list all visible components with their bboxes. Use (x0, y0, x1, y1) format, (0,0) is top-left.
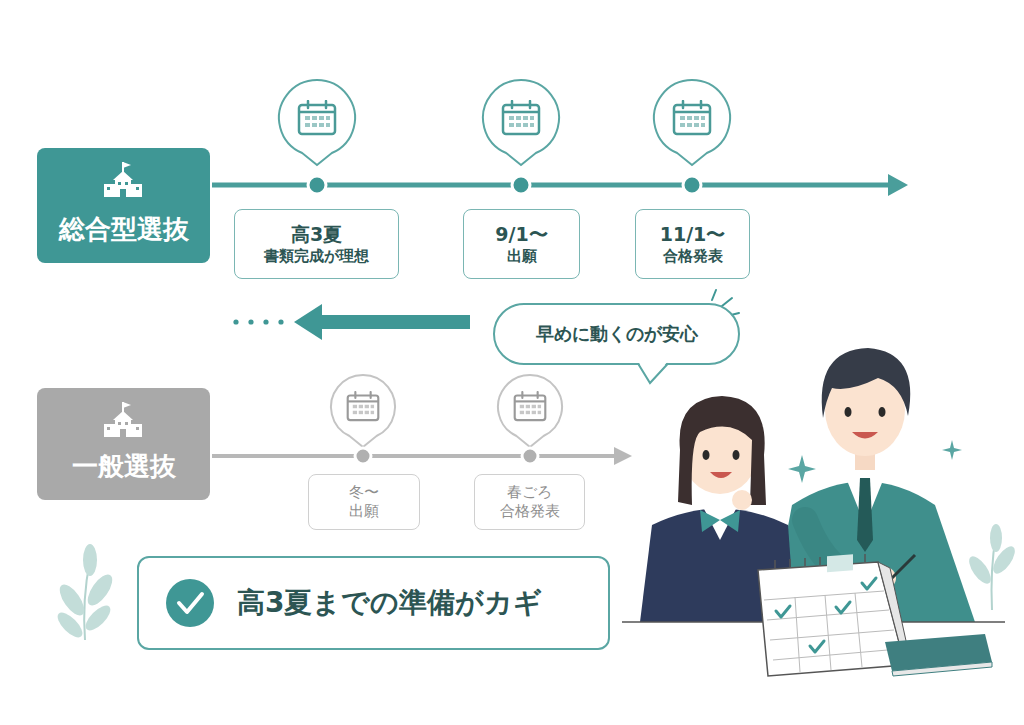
timeline-dot (512, 176, 530, 194)
node-body: 合格発表 (663, 247, 723, 267)
node-body: 合格発表 (500, 502, 560, 522)
node-body: 書類完成が理想 (264, 247, 369, 267)
leaf (83, 544, 97, 576)
eye (733, 450, 740, 460)
calendar-icons (348, 392, 546, 420)
calendar-pin (498, 375, 562, 447)
school-icon (104, 402, 142, 437)
girl-hand (732, 490, 752, 510)
arrow-shaft (318, 315, 470, 329)
arrow-head (888, 174, 908, 196)
leaf (54, 609, 87, 642)
arrow-head (614, 447, 632, 465)
eye (879, 407, 886, 417)
calendar-icon (299, 101, 335, 134)
dot (278, 319, 283, 324)
students-illustration (622, 348, 1005, 676)
girl-hair (678, 396, 766, 505)
check-mark (836, 602, 850, 613)
calendar-icon (503, 101, 539, 134)
girl-bow (700, 510, 740, 532)
category-box: 総合型選抜 (37, 148, 210, 263)
dot (248, 319, 253, 324)
check-mark (776, 606, 790, 617)
accent-line (722, 298, 732, 306)
node-heading: 一般選抜 (72, 450, 176, 484)
node-body: 出願 (507, 247, 537, 267)
eye (703, 450, 710, 460)
node-heading: 総合型選抜 (59, 213, 189, 247)
boy-hair (822, 348, 911, 418)
arrow-head (294, 304, 322, 340)
node-heading: 高3夏までの準備がカギ (237, 585, 542, 621)
timeline-dot (522, 448, 538, 464)
sparkle (942, 440, 962, 460)
node-heading: 高3夏 (291, 222, 342, 247)
calendar-grid (764, 591, 899, 672)
node-heading: 9/1〜 (495, 222, 547, 247)
key-point-box: 高3夏までの準備がカギ (137, 556, 610, 650)
calendar-pins (331, 375, 562, 447)
timeline-dot (355, 448, 371, 464)
calendar-pins (279, 80, 730, 165)
check-mark (179, 594, 202, 612)
calendar-cell (827, 554, 853, 572)
calendar-icons (299, 101, 710, 134)
calendar-pin (331, 375, 395, 447)
calendar-icon (348, 392, 379, 420)
milestone-box: 春ごろ合格発表 (474, 474, 585, 530)
timeline-dot (308, 176, 326, 194)
leaf (990, 524, 1002, 552)
calendar-pin (483, 80, 559, 165)
timeline-dots (355, 448, 538, 464)
node-heading: 冬〜 (349, 483, 379, 503)
calendar-pin (279, 80, 355, 165)
node-heading: 11/1〜 (660, 222, 726, 247)
tail-fill (638, 361, 668, 383)
bubble-tail (638, 361, 668, 383)
mouth (710, 472, 732, 478)
node-heading: 春ごろ (507, 483, 552, 503)
calendar-icon (515, 392, 546, 420)
sparkle (788, 455, 816, 483)
speech-bubble: 早めに動くのが安心 (493, 303, 740, 365)
check-badge (166, 579, 214, 627)
accent-line (712, 290, 716, 300)
leaf (965, 553, 995, 587)
check-mark (862, 578, 876, 589)
check-circle (166, 579, 214, 627)
category-box: 一般選抜 (37, 388, 210, 500)
dot (263, 319, 268, 324)
calendar-icon (674, 101, 710, 134)
timeline-arrow (212, 447, 632, 465)
milestone-box: 高3夏書類完成が理想 (234, 209, 399, 279)
milestone-box: 11/1〜合格発表 (635, 209, 750, 279)
dot (233, 319, 238, 324)
milestone-box: 冬〜出願 (308, 474, 420, 530)
node-heading: 早めに動くのが安心 (536, 322, 698, 345)
book-pages (892, 662, 992, 676)
calendar-pin (654, 80, 730, 165)
earlier-arrow (233, 304, 470, 340)
leaf (82, 602, 115, 635)
timeline-arrow (212, 174, 908, 196)
boy-tie (857, 478, 873, 552)
node-body: 出願 (349, 502, 379, 522)
mouth (852, 432, 878, 439)
milestone-box: 9/1〜出願 (463, 209, 580, 279)
leaf (83, 571, 117, 610)
check-mark (810, 641, 824, 652)
timeline-dot (683, 176, 701, 194)
tail-outline (638, 364, 668, 384)
eye (845, 407, 852, 417)
timeline-dots (308, 176, 701, 194)
timeline-line (212, 454, 618, 458)
school-icon (104, 162, 142, 197)
